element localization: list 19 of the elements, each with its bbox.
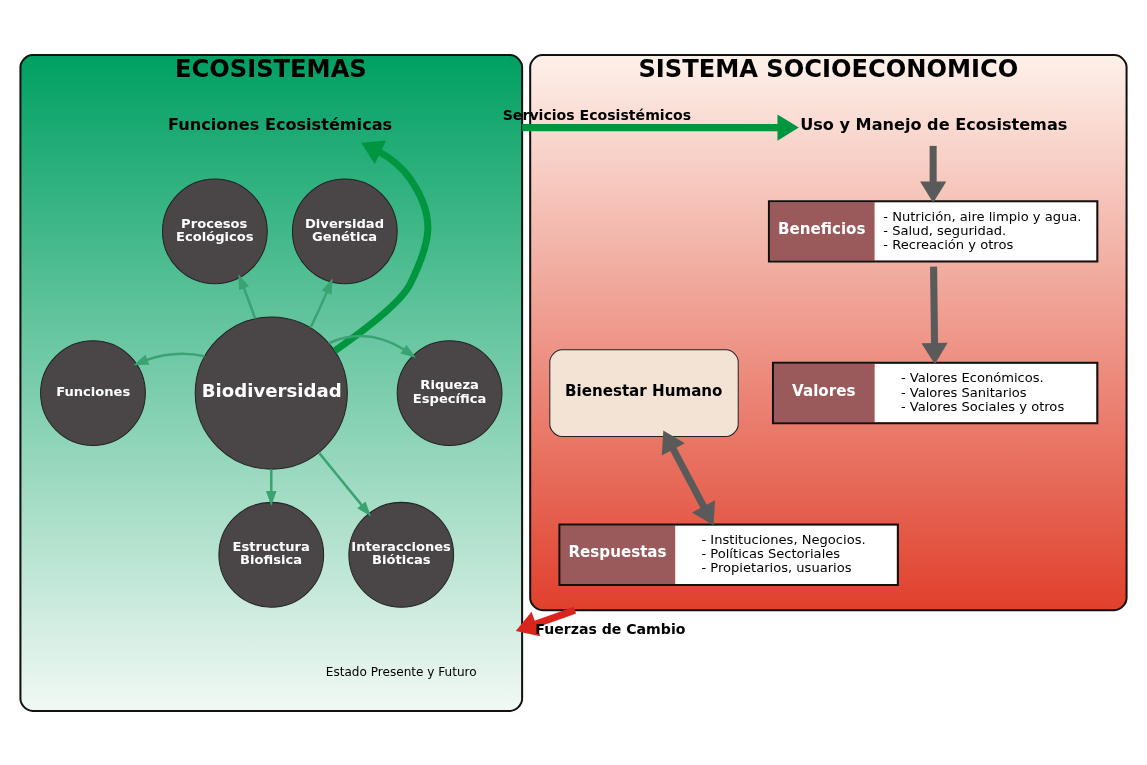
arrow	[309, 278, 333, 328]
label: Estado Presente y Futuro	[325, 664, 477, 679]
arrow	[522, 114, 799, 141]
arrow	[238, 273, 257, 319]
arrow	[328, 334, 416, 358]
arrow	[661, 430, 716, 525]
arrow	[265, 468, 277, 506]
node-box: Bienestar Humano	[549, 348, 739, 437]
node-circle: Funciones	[40, 339, 146, 446]
node-circle: Riqueza Específica	[396, 339, 503, 446]
node-text: Funciones Ecosistémicas	[168, 114, 393, 134]
arrow	[332, 139, 432, 354]
node-circle: Procesos Ecológicos	[161, 178, 268, 284]
arrow	[133, 352, 205, 365]
arrow	[317, 451, 371, 517]
node-circle: Estructura Biofisica	[218, 501, 325, 608]
node-text: Uso y Manejo de Ecosistemas	[800, 114, 1068, 134]
node-circle: Biodiversidad	[194, 316, 348, 470]
node-circle: Diversidad Genética	[291, 178, 398, 284]
